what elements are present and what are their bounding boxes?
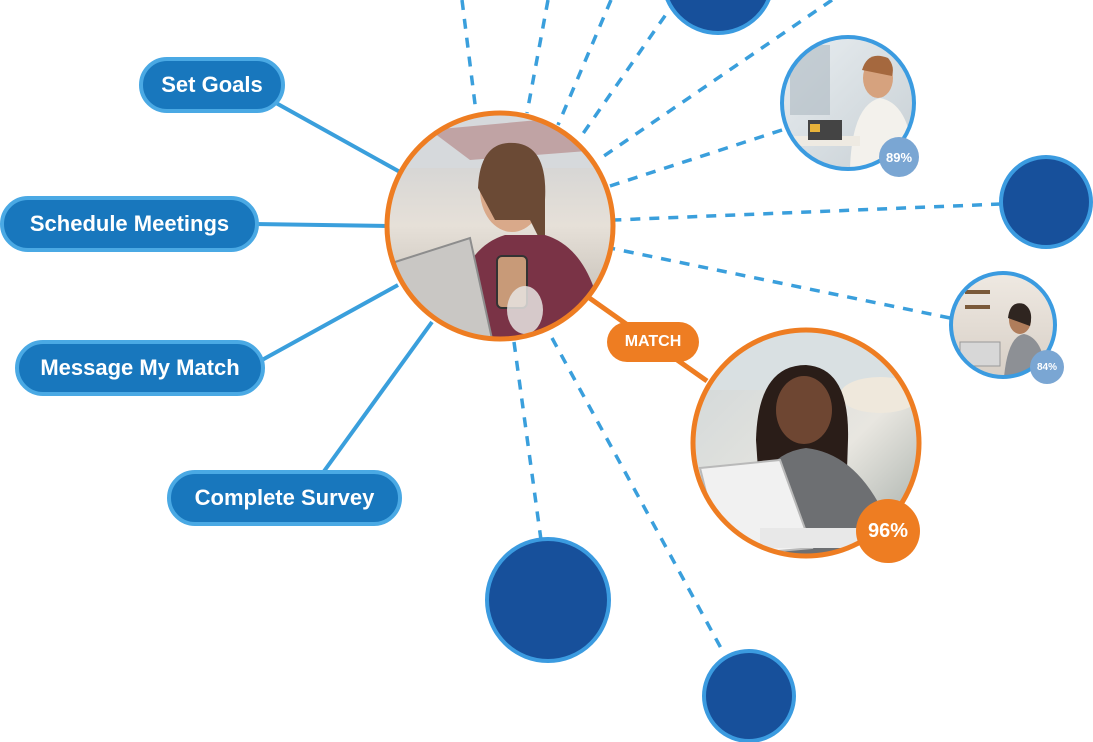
match-score-badge: 84% — [1030, 350, 1064, 384]
connector-set-goals — [275, 101, 401, 174]
dashed-connector — [512, 341, 543, 541]
dashed-connector — [556, 0, 613, 126]
empty-profile-node[interactable] — [663, 0, 773, 35]
connector-schedule-meetings — [251, 222, 388, 228]
dashed-connector — [609, 246, 951, 320]
dashed-connector — [613, 202, 1002, 222]
match-score-badge: 89% — [879, 137, 919, 177]
candidate-connectors — [460, 0, 1002, 651]
message-my-match-button[interactable]: Message My Match — [15, 340, 265, 396]
dashed-connector — [550, 337, 724, 651]
schedule-meetings-button[interactable]: Schedule Meetings — [0, 196, 259, 252]
set-goals-button[interactable]: Set Goals — [139, 57, 285, 113]
empty-profile-node[interactable] — [702, 649, 796, 742]
match-tag: MATCH — [607, 322, 699, 362]
empty-profile-nodes — [485, 0, 1093, 742]
complete-survey-button[interactable]: Complete Survey — [167, 470, 402, 526]
dashed-connector — [609, 128, 783, 188]
empty-profile-node[interactable] — [485, 537, 611, 663]
woman-at-laptop-photo — [776, 376, 832, 444]
connector-message-match — [261, 283, 399, 362]
empty-profile-node[interactable] — [999, 155, 1093, 249]
match-score-badge: 96% — [856, 499, 920, 563]
central-user-avatar[interactable] — [384, 110, 616, 342]
connector-complete-survey — [320, 320, 434, 476]
dashed-connector — [597, 0, 833, 162]
dashed-connector — [460, 0, 478, 113]
dashed-connector — [525, 0, 550, 114]
dashed-connector — [580, 0, 678, 136]
action-connectors — [251, 101, 434, 476]
